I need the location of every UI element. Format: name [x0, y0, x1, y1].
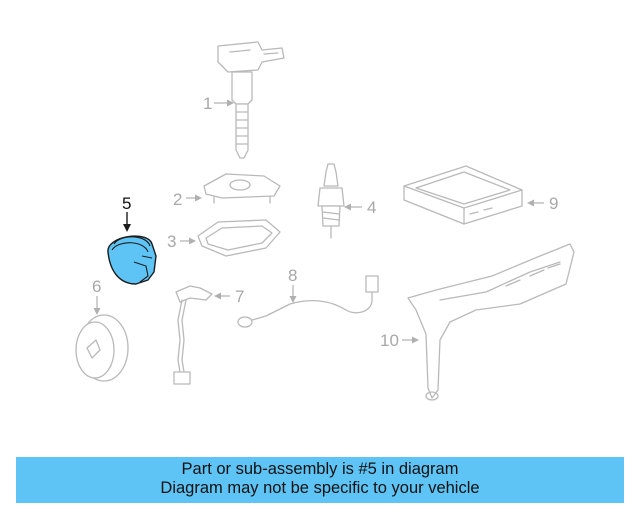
svg-text:7: 7: [235, 287, 244, 306]
part-2-coil-plate[interactable]: [203, 173, 281, 204]
svg-text:5: 5: [122, 194, 131, 213]
part-5-sensor[interactable]: [107, 235, 157, 285]
svg-text:3: 3: [167, 232, 176, 251]
part-1-label: 1: [203, 94, 234, 113]
part-10-label: 10: [380, 331, 419, 350]
parts-diagram: 1 2 3 4: [75, 41, 575, 401]
svg-text:4: 4: [367, 198, 376, 217]
part-9-control-module[interactable]: [403, 165, 523, 225]
part-1-ignition-coil[interactable]: [217, 41, 285, 159]
info-banner: Part or sub-assembly is #5 in diagram Di…: [16, 457, 624, 503]
part-3-label: 3: [167, 232, 196, 251]
svg-text:2: 2: [173, 190, 182, 209]
svg-text:6: 6: [92, 277, 101, 296]
part-10-bracket[interactable]: [407, 243, 575, 401]
part-6-label: 6: [92, 277, 101, 315]
svg-text:10: 10: [380, 331, 399, 350]
part-7-sensor-lead[interactable]: [173, 285, 213, 385]
part-4-spark-plug[interactable]: [317, 163, 345, 239]
part-2-label: 2: [173, 190, 202, 209]
part-6-pulley[interactable]: [75, 314, 129, 382]
banner-line-part-number: Part or sub-assembly is #5 in diagram: [181, 460, 459, 478]
svg-text:9: 9: [549, 194, 558, 213]
part-9-label: 9: [527, 194, 558, 213]
svg-text:1: 1: [203, 94, 212, 113]
svg-text:8: 8: [288, 266, 297, 285]
part-7-label: 7: [214, 287, 244, 306]
part-5-label: 5: [122, 194, 131, 232]
part-8-wire-sensor[interactable]: [237, 275, 379, 328]
banner-line-disclaimer: Diagram may not be specific to your vehi…: [160, 479, 480, 497]
part-4-label: 4: [344, 198, 376, 217]
part-3-gasket[interactable]: [197, 219, 281, 257]
part-8-label: 8: [288, 266, 297, 303]
